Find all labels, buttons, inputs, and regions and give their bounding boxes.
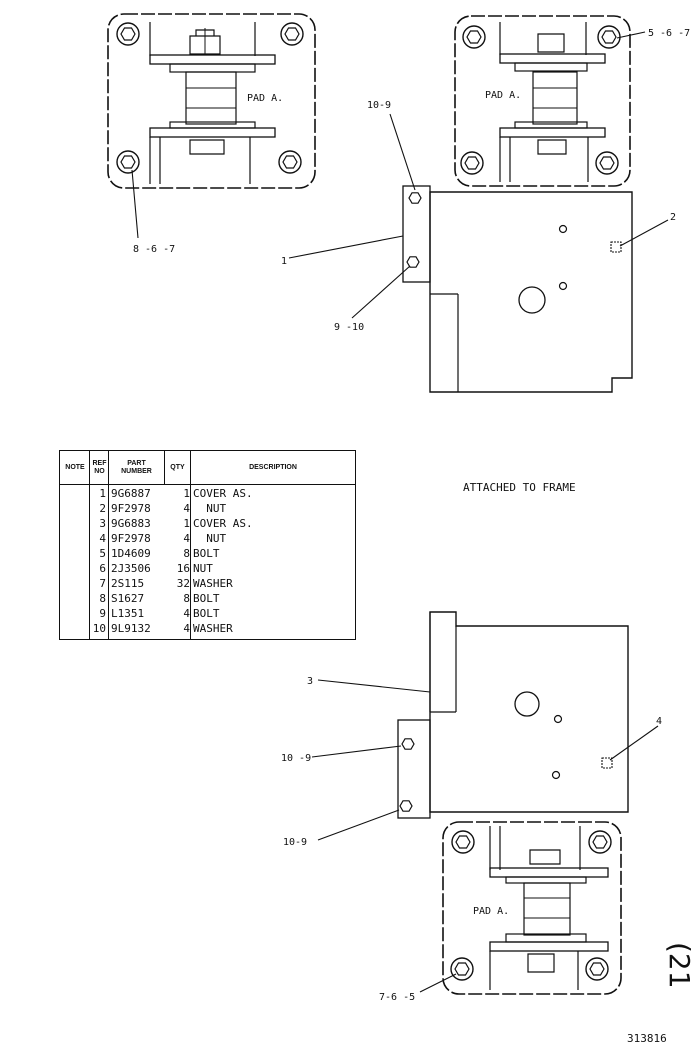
bolt-icon — [585, 957, 609, 981]
bolt-icon — [401, 738, 415, 750]
qty-cell: 8 — [183, 547, 190, 560]
description-cell: BOLT — [193, 592, 220, 605]
callout-label: 4 — [656, 716, 662, 727]
description-cell: BOLT — [193, 607, 220, 620]
callout-label: 9 -10 — [334, 322, 364, 333]
bolt-icon — [595, 151, 619, 175]
description-cell: COVER AS. — [193, 517, 253, 530]
bolt-icon — [597, 25, 621, 49]
pad-label: PAD A. — [473, 906, 509, 917]
qty-cell: 4 — [183, 532, 190, 545]
leader-lines — [131, 31, 669, 993]
margin-mark: (21 — [663, 942, 692, 989]
header-qty: QTY — [170, 464, 185, 471]
bolt-icon — [406, 256, 420, 268]
qty-cell: 32 — [176, 577, 190, 590]
table-row: 4 9F2978 4 NUT — [60, 531, 355, 546]
description-cell: NUT — [193, 502, 227, 515]
ref-no-cell: 6 — [99, 562, 106, 575]
part-number-cell: L1351 — [111, 607, 145, 620]
callout-label: 7-6 -5 — [379, 992, 415, 1003]
part-number-cell: 9G6887 — [111, 487, 151, 500]
part-number-cell: 9F2978 — [111, 532, 151, 545]
pad-bottom: PAD A. — [442, 821, 622, 995]
bolt-icon — [408, 192, 422, 204]
header-note: NOTE — [65, 464, 85, 471]
part-number-cell: 2S115 — [111, 577, 145, 590]
bolt-icon — [451, 830, 475, 854]
qty-cell: 8 — [183, 592, 190, 605]
description-cell: COVER AS. — [193, 487, 253, 500]
bolt-icon — [399, 800, 413, 812]
qty-cell: 16 — [176, 562, 190, 575]
description-cell: WASHER — [193, 622, 233, 635]
bolt-icon — [460, 151, 484, 175]
callout-label: 10-9 — [367, 100, 391, 111]
part-number-cell: 9G6883 — [111, 517, 151, 530]
ref-no-cell: 3 — [99, 517, 106, 530]
parts-table: NOTE REF NO PART NUMBER QTY DESCRIPTION … — [59, 450, 356, 640]
description-cell: NUT — [193, 532, 227, 545]
callout-label: 2 — [670, 212, 676, 223]
cover-bottom — [397, 611, 629, 819]
bolt-icon — [116, 22, 140, 46]
part-number-cell: 9L9132 — [111, 622, 151, 635]
attached-to-frame-note: ATTACHED TO FRAME — [463, 481, 576, 494]
header-ref-no: REF NO — [92, 460, 107, 475]
pad-top-left: PAD A. — [107, 13, 316, 189]
qty-cell: 4 — [183, 622, 190, 635]
callout-label: 8 -6 -7 — [133, 244, 175, 255]
callout-label: 5 -6 -7 — [648, 28, 690, 39]
table-row: 2 9F2978 4 NUT — [60, 501, 355, 516]
ref-no-cell: 2 — [99, 502, 106, 515]
bolt-icon — [278, 150, 302, 174]
description-cell: WASHER — [193, 577, 233, 590]
part-number-cell: 2J3506 — [111, 562, 151, 575]
pad-label: PAD A. — [485, 90, 521, 101]
qty-cell: 4 — [183, 502, 190, 515]
header-part-number: PART NUMBER — [121, 460, 152, 475]
callout-label: 1 — [281, 256, 287, 267]
bolt-icon — [462, 25, 486, 49]
qty-cell: 4 — [183, 607, 190, 620]
description-cell: NUT — [193, 562, 213, 575]
part-number-cell: 1D4609 — [111, 547, 151, 560]
figure-number: 313816 — [627, 1032, 667, 1045]
part-number-cell: S1627 — [111, 592, 145, 605]
ref-no-cell: 4 — [99, 532, 106, 545]
part-number-cell: 9F2978 — [111, 502, 151, 515]
bolt-icon — [116, 150, 140, 174]
bolt-icon — [588, 830, 612, 854]
ref-no-cell: 1 — [99, 487, 106, 500]
ref-no-cell: 9 — [99, 607, 106, 620]
qty-cell: 1 — [183, 487, 190, 500]
ref-no-cell: 8 — [99, 592, 106, 605]
ref-no-cell: 10 — [92, 622, 106, 635]
table-header: NOTE REF NO PART NUMBER QTY DESCRIPTION — [60, 451, 355, 485]
description-cell: BOLT — [193, 547, 220, 560]
pad-top-right: PAD A. — [454, 15, 631, 187]
ref-no-cell: 5 — [99, 547, 106, 560]
ref-no-cell: 7 — [99, 577, 106, 590]
callout-label: 3 — [307, 676, 313, 687]
bolt-icon — [280, 22, 304, 46]
pad-label: PAD A. — [247, 93, 283, 104]
callout-label: 10 -9 — [281, 753, 311, 764]
bolt-icon — [450, 957, 474, 981]
header-description: DESCRIPTION — [249, 464, 297, 471]
callout-label: 10-9 — [283, 837, 307, 848]
qty-cell: 1 — [183, 517, 190, 530]
cover-top — [402, 185, 633, 393]
